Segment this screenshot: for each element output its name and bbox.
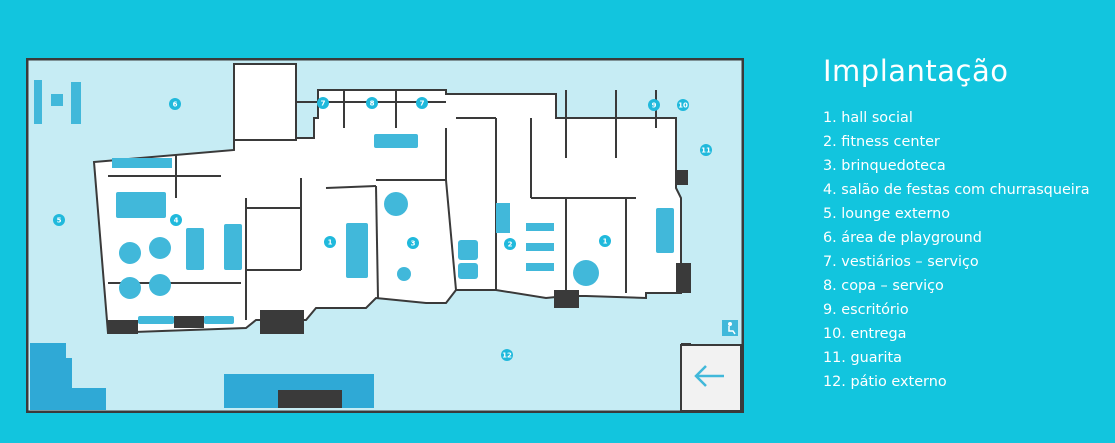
room-marker-dot (169, 98, 181, 110)
room-marker-dot (648, 99, 660, 111)
legend-item: 6. área de playground (823, 230, 982, 246)
room-marker-label: 6 (173, 101, 178, 109)
entrance-area (680, 344, 742, 412)
room-marker-8: 8 (366, 97, 378, 109)
room-marker-label: 10 (678, 102, 688, 110)
legend-item: 4. salão de festas com churrasqueira (823, 182, 1090, 198)
room-marker-dot (407, 237, 419, 249)
stair-tower (233, 63, 297, 141)
room-marker-label: 12 (502, 352, 512, 360)
legend-item: 12. pátio externo (823, 374, 947, 390)
entrance-arrow-icon (694, 365, 724, 387)
legend-item: 10. entrega (823, 326, 907, 342)
legend-item: 3. brinquedoteca (823, 158, 946, 174)
legend-item: 2. fitness center (823, 134, 940, 150)
legend-item: 8. copa – serviço (823, 278, 944, 294)
furniture (34, 80, 674, 324)
room-marker-label: 11 (701, 147, 711, 155)
room-marker-dot (366, 97, 378, 109)
room-marker-label: 7 (321, 100, 326, 108)
legend: Implantação 1. hall social 2. fitness ce… (823, 54, 1090, 394)
room-marker-dot (700, 144, 712, 156)
room-marker-2: 2 (504, 238, 516, 250)
room-marker-12: 12 (501, 349, 513, 361)
legend-item: 11. guarita (823, 350, 902, 366)
room-marker-1: 1 (599, 235, 611, 247)
room-marker-label: 2 (508, 241, 513, 249)
legend-item: 1. hall social (823, 110, 913, 126)
room-marker-dot (501, 349, 513, 361)
room-marker-label: 9 (652, 102, 657, 110)
room-marker-11: 11 (700, 144, 712, 156)
room-marker-dot (504, 238, 516, 250)
room-marker-dot (677, 99, 689, 111)
room-marker-label: 4 (174, 217, 179, 225)
room-marker-label: 3 (411, 240, 416, 248)
legend-item: 5. lounge externo (823, 206, 951, 222)
room-marker-label: 5 (57, 217, 62, 225)
room-marker-dot (170, 214, 182, 226)
room-marker-dot (53, 214, 65, 226)
room-marker-label: 8 (370, 100, 375, 108)
room-marker-9: 9 (648, 99, 660, 111)
accessibility-icon (722, 320, 738, 336)
legend-list: 1. hall social 2. fitness center 3. brin… (823, 106, 1090, 394)
room-marker-dot (416, 97, 428, 109)
room-marker-3: 3 (407, 237, 419, 249)
room-marker-dot (317, 97, 329, 109)
legend-item: 7. vestiários – serviço (823, 254, 979, 270)
room-marker-5: 5 (53, 214, 65, 226)
legend-title: Implantação (823, 54, 1009, 88)
room-marker-7: 7 (416, 97, 428, 109)
room-marker-label: 1 (328, 239, 333, 247)
room-marker-10: 10 (677, 99, 689, 111)
room-marker-7: 7 (317, 97, 329, 109)
room-marker-dot (599, 235, 611, 247)
planter-gap (278, 390, 342, 408)
legend-item: 9. escritório (823, 302, 909, 318)
room-marker-label: 1 (603, 238, 608, 246)
room-marker-dot (324, 236, 336, 248)
room-marker-4: 4 (170, 214, 182, 226)
room-marker-6: 6 (169, 98, 181, 110)
room-marker-label: 7 (420, 100, 425, 108)
room-marker-1: 1 (324, 236, 336, 248)
